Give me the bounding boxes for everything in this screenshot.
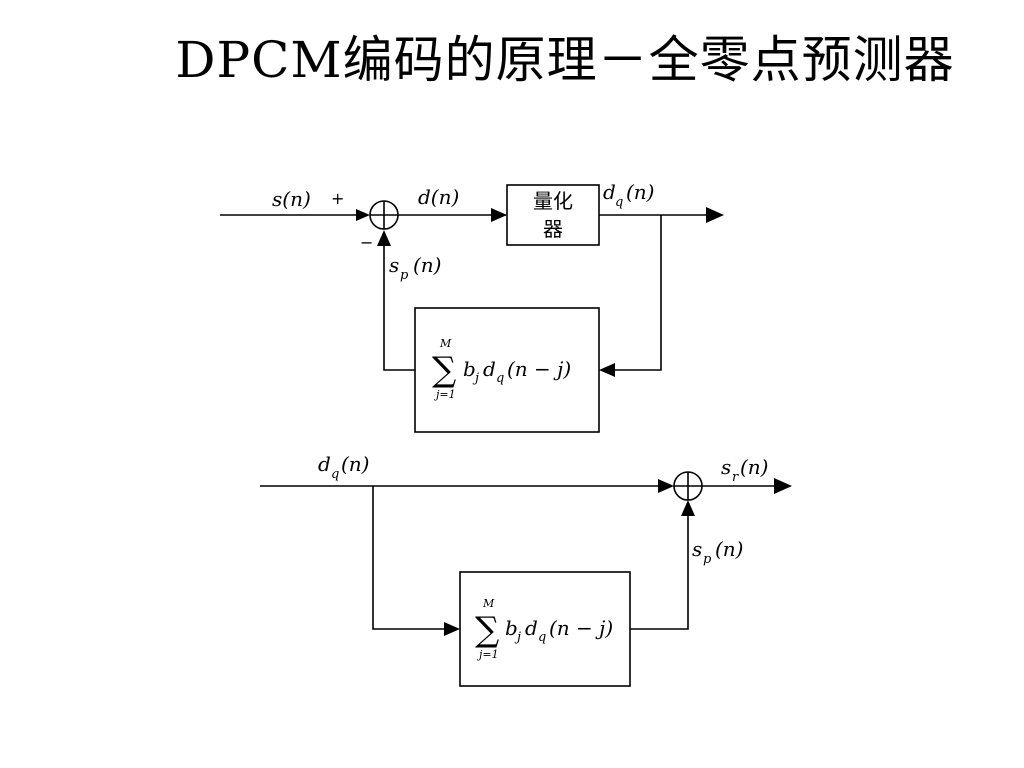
decoder-pred-label: s xyxy=(692,537,702,561)
encoder-sum-lower: j=1 xyxy=(433,388,456,401)
encoder-coef-b-sub: j xyxy=(472,371,479,386)
decoder-pred-sub: p xyxy=(703,552,712,567)
decoder-input-arg: (n) xyxy=(341,452,370,476)
encoder-summer xyxy=(369,200,399,230)
encoder-error-arrow xyxy=(491,208,507,222)
decoder-coef-b: b xyxy=(505,616,518,640)
encoder-minus-sign: − xyxy=(360,233,373,252)
decoder-pred-arg: (n) xyxy=(715,537,744,561)
encoder-output-arrow xyxy=(706,207,724,223)
decoder-sum-symbol: ∑ xyxy=(475,610,499,650)
decoder-input-arrow xyxy=(658,479,674,493)
decoder-input-sub: q xyxy=(331,467,339,482)
decoder-summer xyxy=(673,471,703,501)
decoder-coef-d-sub: q xyxy=(538,630,546,645)
encoder-coef-arg: (n − j) xyxy=(507,357,571,381)
decoder-output-arg: (n) xyxy=(740,455,769,479)
encoder-pred-line xyxy=(383,246,415,371)
encoder-diagram: s(n) + − d(n) 量化 器 d q (n) M ∑ j=1 b j xyxy=(220,180,724,433)
decoder-input-label: d xyxy=(318,452,331,476)
encoder-input-arrow xyxy=(356,209,370,221)
decoder-output-sub: r xyxy=(732,470,739,485)
encoder-pred-arrow xyxy=(377,230,391,246)
decoder-coef-arg: (n − j) xyxy=(549,616,613,640)
encoder-feedback-line xyxy=(615,215,662,371)
decoder-sum-upper: M xyxy=(482,597,495,610)
encoder-plus-sign: + xyxy=(331,189,344,208)
encoder-quant-out-label: d xyxy=(603,180,616,204)
decoder-branch-line xyxy=(372,486,444,630)
encoder-coef-d: d xyxy=(483,357,496,381)
encoder-input-label: s(n) xyxy=(272,187,311,211)
decoder-pred-line xyxy=(630,516,689,630)
encoder-sum-upper: M xyxy=(439,337,452,350)
encoder-pred-label: s xyxy=(389,253,399,277)
encoder-feedback-arrow xyxy=(599,363,615,377)
encoder-coef-d-sub: q xyxy=(496,371,504,386)
encoder-sum-symbol: ∑ xyxy=(432,350,456,390)
slide-title: DPCM编码的原理－全零点预测器 xyxy=(175,31,955,89)
encoder-quant-out-sub: q xyxy=(615,195,623,210)
decoder-pred-arrow xyxy=(681,500,695,516)
decoder-output-arrow xyxy=(774,478,792,494)
decoder-branch-arrow xyxy=(444,622,460,636)
encoder-pred-arg: (n) xyxy=(413,253,442,277)
decoder-coef-b-sub: j xyxy=(514,630,521,645)
decoder-output-label: s xyxy=(721,455,731,479)
decoder-coef-d: d xyxy=(525,616,538,640)
quantizer-label-line2: 器 xyxy=(543,217,563,241)
decoder-sum-lower: j=1 xyxy=(476,648,499,661)
encoder-coef-b: b xyxy=(463,357,476,381)
encoder-error-label: d(n) xyxy=(418,185,459,209)
decoder-diagram: d q (n) s r (n) M ∑ j=1 b j d q (n − j) xyxy=(260,452,792,687)
quantizer-label-line1: 量化 xyxy=(533,189,573,213)
encoder-quant-out-arg: (n) xyxy=(626,180,655,204)
encoder-pred-sub: p xyxy=(400,268,409,283)
